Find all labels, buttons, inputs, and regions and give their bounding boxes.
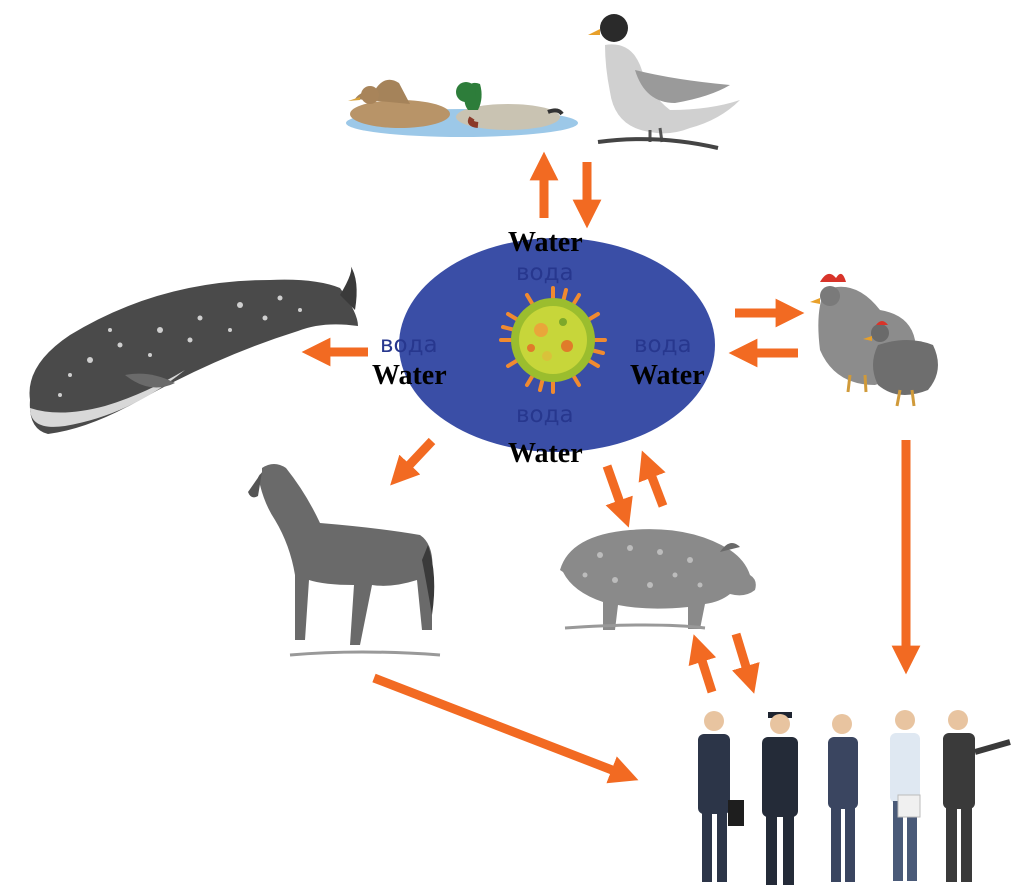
arrow-pig-to-people <box>731 632 760 694</box>
label-water-bottom-ru: вода <box>516 402 574 428</box>
virus-icon <box>499 286 607 394</box>
whale-icon <box>29 265 358 434</box>
horse-icon <box>248 464 441 657</box>
label-water-right-ru: вода <box>634 332 692 358</box>
label-water-right-en: Water <box>630 360 705 391</box>
label-water-left-ru: вода <box>380 332 438 358</box>
arrow-reservoir-to-pig <box>602 464 633 528</box>
gull-icon <box>588 14 740 150</box>
label-water-left-en: Water <box>372 360 447 391</box>
people-group-icon <box>698 710 1011 885</box>
arrow-pig-to-reservoir <box>638 450 668 508</box>
person-woman <box>828 714 858 882</box>
ducks-icon <box>346 79 578 137</box>
label-water-bottom-en: Water <box>508 438 583 469</box>
arrow-people-to-pig <box>688 634 717 694</box>
person-man-presenting <box>943 710 1011 882</box>
chickens-icon <box>810 273 938 407</box>
arrow-horse-to-people <box>372 673 639 784</box>
person-businessman <box>698 711 744 882</box>
pig-icon <box>560 529 756 630</box>
arrow-reservoir-to-horse <box>390 437 436 486</box>
person-officer <box>762 712 798 885</box>
label-water-top-ru: вода <box>516 260 574 286</box>
label-water-top-en: Water <box>508 227 583 258</box>
person-man-phone <box>890 710 921 881</box>
